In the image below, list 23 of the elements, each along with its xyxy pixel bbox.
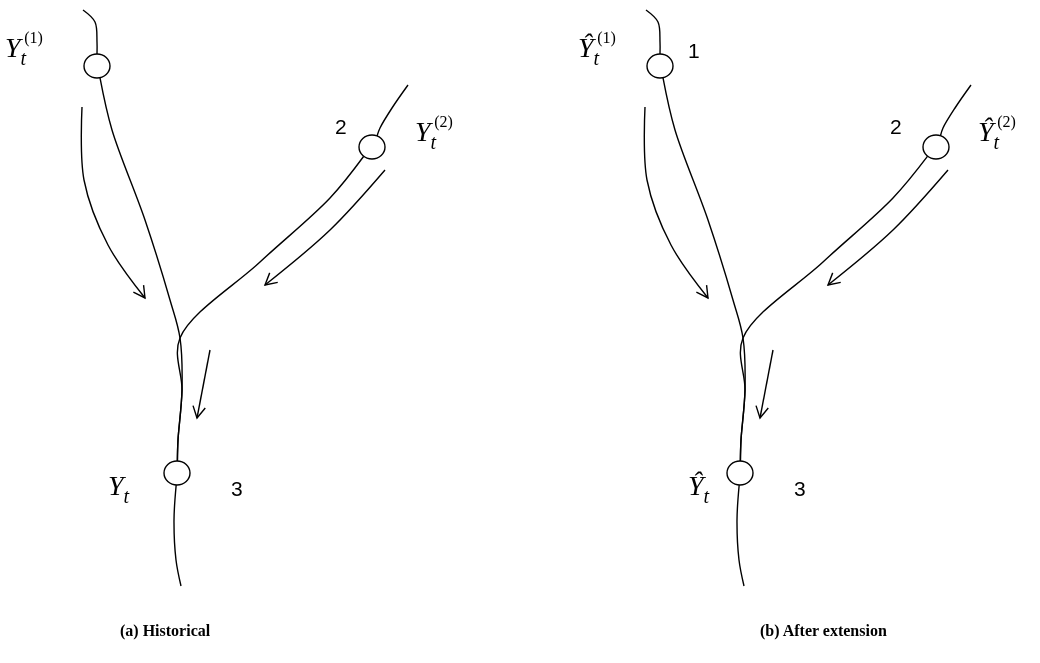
panel-caption: (a) Historical <box>120 622 211 640</box>
node-number: 3 <box>231 478 243 499</box>
river-line <box>82 9 98 55</box>
node-number: 1 <box>688 40 700 61</box>
river-line <box>939 84 972 137</box>
river-line <box>739 155 929 462</box>
gauge-circle <box>163 460 191 486</box>
node-number: 2 <box>335 116 347 137</box>
gauge-circle <box>922 134 950 160</box>
gauge-circle <box>358 134 386 160</box>
river-line <box>173 484 182 587</box>
node-number: 2 <box>890 116 902 137</box>
river-line <box>376 84 409 137</box>
river-line <box>645 9 661 55</box>
river-line <box>736 484 745 587</box>
variable-label: Y$_{t}$ <box>108 472 130 506</box>
panel-caption: (b) After extension <box>760 622 887 640</box>
gauge-circle <box>646 53 674 79</box>
variable-label: Ŷ$_{t}$ <box>688 472 710 506</box>
gauge-circle <box>83 53 111 79</box>
gauge-circle <box>726 460 754 486</box>
node-number: 3 <box>794 478 806 499</box>
river-line <box>176 155 365 462</box>
